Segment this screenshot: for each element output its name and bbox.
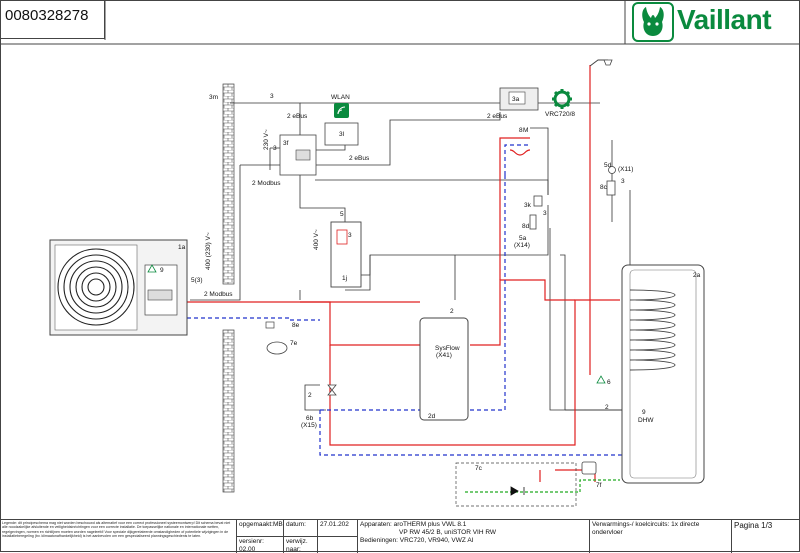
room-controller bbox=[499, 87, 539, 111]
item-6-tag: 6 bbox=[607, 379, 611, 386]
three-way-valve bbox=[327, 384, 337, 396]
wall-lower bbox=[222, 329, 235, 493]
controller-model: VRC720/8 bbox=[545, 111, 575, 118]
devices-value-2: VP RW 45/2 B, uniSTOR VIH RW bbox=[399, 529, 497, 536]
heat-pump-warning-tag: 9 bbox=[160, 267, 164, 274]
system-module-tag: 3f bbox=[283, 140, 289, 147]
sensor-5a-terminal: (X14) bbox=[514, 242, 530, 249]
item-5-3-tag: 5(3) bbox=[191, 277, 203, 284]
dhw-sensor-tag: 9 bbox=[642, 409, 646, 416]
cable-3c: 3 bbox=[348, 232, 352, 239]
valve-6b-terminal: (X15) bbox=[301, 422, 317, 429]
heater-tag: 1j bbox=[342, 275, 347, 282]
disclaimer-text: Legende: dit principeschema mag niet wor… bbox=[0, 520, 237, 553]
modbus-label-a: 2 Modbus bbox=[252, 180, 281, 187]
item-8d-tag: 8d bbox=[522, 223, 530, 230]
hare-icon bbox=[632, 2, 674, 42]
item-8e-tag: 8e bbox=[292, 322, 300, 329]
controller-tag: 3a bbox=[512, 96, 520, 103]
dhw-label: DHW bbox=[638, 417, 654, 424]
sensor-5d-terminal: (X11) bbox=[618, 166, 633, 173]
hazard-icon bbox=[596, 375, 606, 384]
voltage-400: 400 V~ bbox=[313, 229, 320, 250]
gear-icon bbox=[552, 89, 572, 109]
controls-value: VRC720, VR940, VWZ AI bbox=[399, 537, 474, 544]
flow-sensor bbox=[529, 214, 537, 230]
voltage-400-230: 400 (230) V~ bbox=[205, 232, 212, 270]
wall-upper bbox=[222, 83, 235, 285]
created-value: MB bbox=[272, 521, 283, 528]
safety-group bbox=[455, 462, 577, 507]
ebus-label-a2: 2 eBus bbox=[487, 113, 508, 120]
cable-2c: 2 bbox=[308, 392, 312, 399]
heating-value: 1x directe ondervloer bbox=[592, 521, 700, 536]
devices-label: Apparaten: bbox=[360, 521, 392, 528]
wlan-label: WLAN bbox=[331, 94, 350, 101]
brand-logo: Vaillant bbox=[632, 2, 792, 42]
voltage-230: 230 V~ bbox=[263, 129, 270, 150]
devices-value-1: aroTHERM plus VWL 8.1 bbox=[393, 521, 467, 528]
controls-label: Bedieningen: bbox=[360, 537, 398, 544]
ebus-label-a: 2 eBus bbox=[287, 113, 308, 120]
warning-icon bbox=[147, 264, 157, 273]
item-8c-tag: 8c bbox=[600, 184, 608, 191]
item-7f-tag: 7f bbox=[596, 482, 602, 489]
title-block: Legende: dit principeschema mag niet wor… bbox=[0, 519, 800, 553]
cable-3e: 3 bbox=[621, 178, 625, 185]
ebus-label-b: 2 eBus bbox=[349, 155, 370, 162]
internet-gateway bbox=[324, 122, 359, 146]
cable-3d: 3 bbox=[543, 210, 547, 217]
dhw-tank-tag: 2a bbox=[693, 272, 701, 279]
item-3m-tag: 3m bbox=[209, 94, 218, 101]
buffer-tag: 2d bbox=[428, 413, 436, 420]
heat-pump-tag: 1a bbox=[178, 244, 186, 251]
sensor-5a-tag: 5a bbox=[519, 235, 527, 242]
created-label: opgemaakt: bbox=[239, 521, 273, 528]
buffer-tank bbox=[419, 317, 469, 421]
dhw-tank bbox=[621, 264, 705, 484]
buffer-name: SysFlow bbox=[435, 345, 460, 352]
gateway-tag: 3l bbox=[339, 131, 345, 138]
valve-6b-tag: 6b bbox=[306, 415, 314, 422]
page-number: Pagina 1/3 bbox=[734, 521, 773, 530]
heating-label: Verwarmings-/ koelcircuits: bbox=[592, 521, 670, 528]
expansion-vessel bbox=[266, 341, 288, 355]
cable-3b: 3 bbox=[273, 145, 277, 152]
buffer-terminal: (X41) bbox=[436, 352, 452, 359]
modbus-label-b: 2 Modbus bbox=[204, 291, 233, 298]
dhw-coil bbox=[629, 289, 676, 371]
modified-label: verwijz. naar: bbox=[284, 536, 318, 553]
cable-3a: 3 bbox=[270, 93, 274, 100]
item-7e-tag: 7e bbox=[290, 340, 298, 347]
item-7c-tag: 7c bbox=[475, 465, 483, 472]
check-valve-icon bbox=[510, 486, 525, 496]
shower-icon bbox=[589, 59, 613, 67]
hydraulic-schematic: 1a 5(3) 9 3a VRC720/8 WLAN 3l 3f 1j SysF… bbox=[0, 0, 800, 507]
cable-2a: 2 bbox=[450, 308, 454, 315]
cable-2b: 2 bbox=[605, 404, 609, 411]
actuator-tag-6: 8 bbox=[519, 127, 523, 134]
version-label: versienr: bbox=[239, 538, 264, 545]
brand-name: Vaillant bbox=[677, 4, 772, 35]
sensor-5d-tag: 5d bbox=[604, 162, 612, 169]
drinking-water-vessel bbox=[581, 461, 597, 475]
actuator-tag-m: M bbox=[523, 127, 528, 134]
item-3k-tag: 3k bbox=[524, 202, 532, 209]
thermostat-3k bbox=[533, 195, 543, 207]
anti-legionella-sensor bbox=[606, 180, 616, 196]
heat-pump-outdoor-unit bbox=[49, 239, 188, 336]
version-value: 02.00 bbox=[239, 546, 256, 553]
cable-5: 5 bbox=[340, 211, 344, 218]
